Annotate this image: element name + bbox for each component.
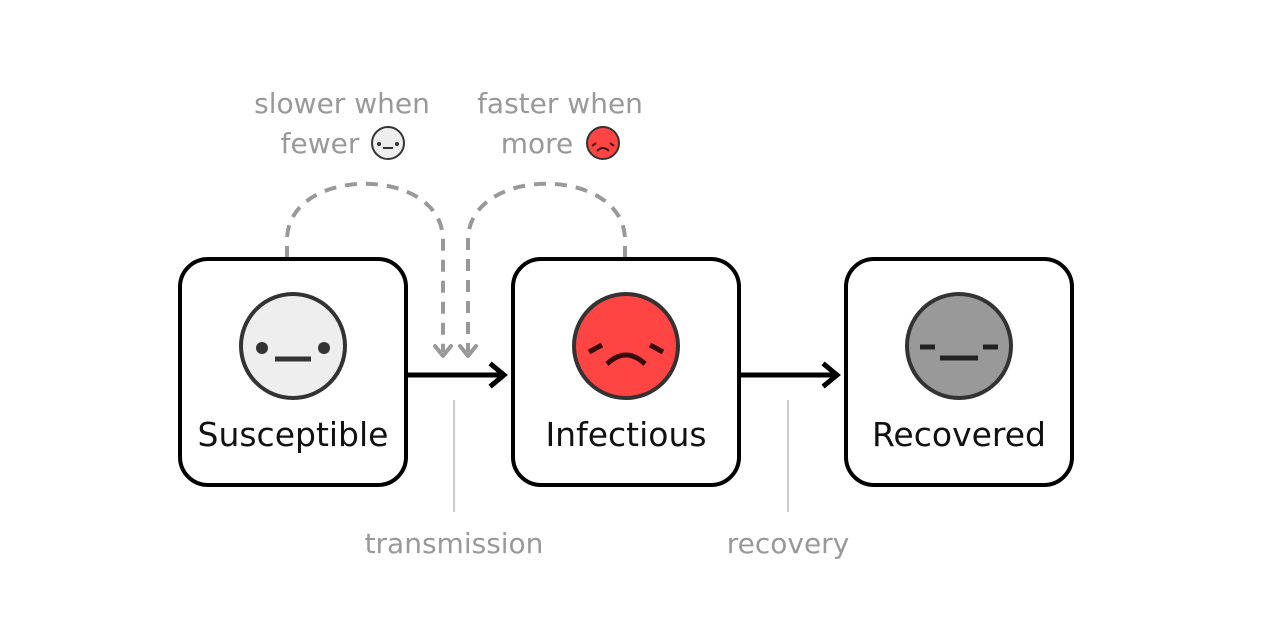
feedback-arc-infectious bbox=[458, 181, 627, 358]
annotation-line2: fewer bbox=[281, 127, 360, 160]
node-label: Recovered bbox=[872, 415, 1046, 454]
arrow-right-icon bbox=[488, 361, 508, 389]
annotation-slower: slower when fewer bbox=[254, 87, 430, 160]
arrow-down-icon bbox=[458, 344, 478, 358]
node-label: Susceptible bbox=[198, 415, 389, 454]
sad-face-icon bbox=[572, 292, 680, 400]
annotation-line1: slower when bbox=[254, 87, 430, 120]
sad-face-icon bbox=[586, 126, 620, 160]
edge-label-recovery: recovery bbox=[727, 527, 850, 560]
annotation-faster: faster when more bbox=[477, 87, 643, 160]
neutral-face-icon bbox=[371, 126, 405, 160]
edge-label-transmission: transmission bbox=[365, 527, 544, 560]
node-susceptible: Susceptible bbox=[178, 257, 408, 487]
annotation-line1: faster when bbox=[477, 87, 643, 120]
annotation-line2: more bbox=[501, 127, 574, 160]
neutral-face-icon bbox=[239, 292, 347, 400]
node-recovered: Recovered bbox=[844, 257, 1074, 487]
edge-recovery bbox=[740, 361, 841, 389]
sleepy-face-icon bbox=[905, 292, 1013, 400]
edge-transmission bbox=[407, 361, 508, 389]
arrow-down-icon bbox=[433, 344, 453, 358]
feedback-arc-susceptible bbox=[285, 181, 453, 358]
node-infectious: Infectious bbox=[511, 257, 741, 487]
arrow-right-icon bbox=[821, 361, 841, 389]
node-label: Infectious bbox=[545, 415, 706, 454]
